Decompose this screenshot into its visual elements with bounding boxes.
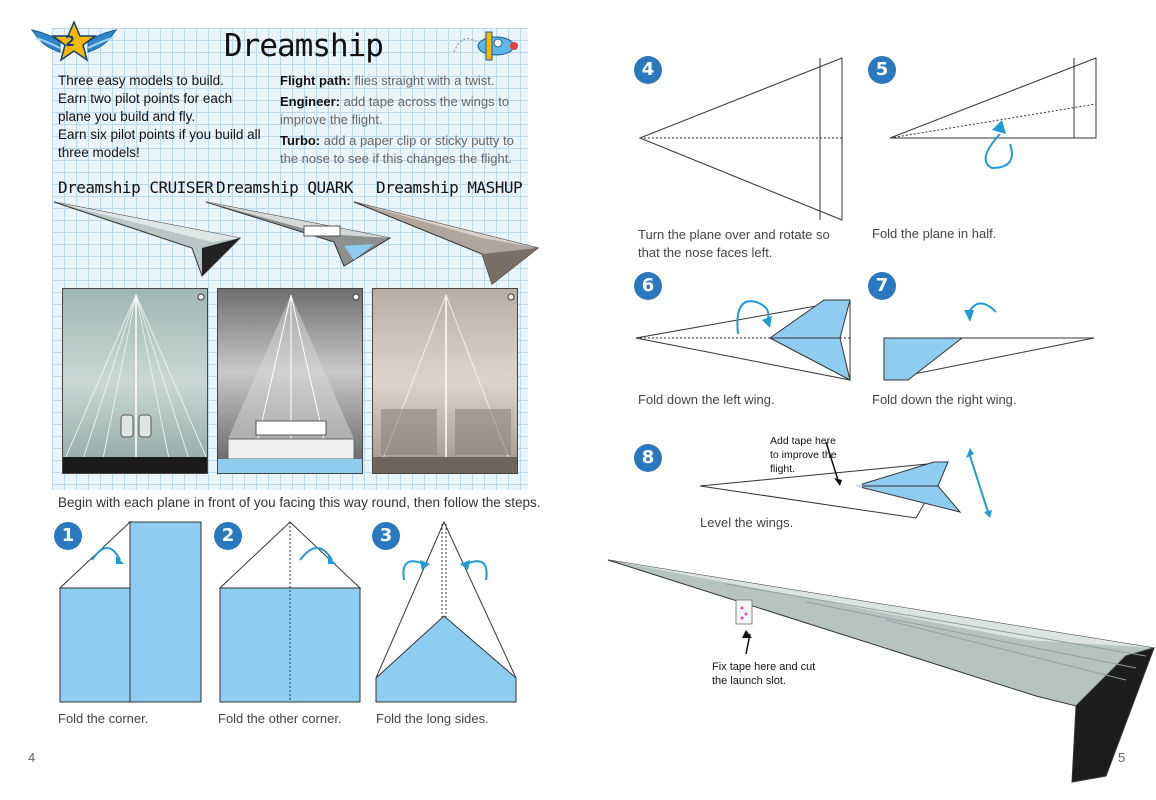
step-5-diagram [889, 57, 1097, 170]
cruiser-plane-illustration [53, 201, 242, 277]
model-name-quark: Dreamship QUARK [216, 178, 354, 197]
finished-plane-illustration [607, 559, 1155, 783]
tape-note-wings: Add tape here to improve the flight. [770, 435, 837, 475]
model-name-mashup: Dreamship MASHUP [376, 178, 523, 197]
step-number-1: 1 [54, 522, 82, 550]
step-5-caption: Fold the plane in half. [872, 226, 997, 241]
mashup-plane-illustration [353, 201, 540, 285]
step-number-3: 3 [372, 522, 400, 550]
quark-template-sheet [217, 288, 363, 474]
step-2-diagram [218, 521, 362, 703]
spec-engineer: Engineer: add tape across the wings to i… [280, 94, 510, 127]
intro-line: three models! [58, 145, 140, 160]
step-3-diagram [375, 520, 517, 703]
cruiser-template-sheet [62, 288, 208, 474]
spec-flight-path: Flight path: flies straight with a twist… [280, 73, 495, 88]
model-name-cruiser: Dreamship CRUISER [58, 178, 214, 197]
intro-line: Three easy models to build. [58, 73, 224, 88]
step-6-diagram [635, 299, 851, 381]
right-page: 4 Turn the plane over and rotate so that… [578, 0, 1156, 800]
step-4-diagram [638, 57, 843, 221]
step-number-5: 5 [868, 56, 896, 84]
step-number-4: 4 [634, 56, 662, 84]
left-page: 2 Dreamship Three easy models to build. … [28, 20, 541, 765]
step-8-diagram [699, 441, 992, 519]
specs-text: Flight path: flies straight with a twist… [280, 72, 520, 171]
intro-line: plane you build and fly. [58, 109, 196, 124]
step-number-8: 8 [634, 444, 662, 472]
step-6-caption: Fold down the left wing. [638, 392, 775, 407]
tape-note-launch-slot: Fix tape here and cut the launch slot. [712, 661, 816, 687]
step-4-caption: Turn the plane over and rotate so that t… [638, 227, 830, 260]
page-number-right: 5 [1118, 750, 1126, 765]
step-7-caption: Fold down the right wing. [872, 392, 1017, 407]
step-number-6: 6 [634, 272, 662, 300]
step-number-7: 7 [868, 272, 896, 300]
step-3-caption: Fold the long sides. [376, 711, 489, 726]
quark-plane-illustration [205, 201, 392, 267]
page-title: Dreamship [224, 28, 384, 64]
intro-line: Earn two pilot points for each [58, 91, 233, 106]
step-7-diagram [883, 302, 1095, 381]
begin-instruction: Begin with each plane in front of you fa… [58, 495, 541, 510]
step-1-caption: Fold the corner. [58, 711, 149, 726]
badge-number: 2 [65, 34, 75, 50]
mashup-template-sheet [372, 288, 518, 474]
page-number-left: 4 [28, 750, 36, 765]
intro-text: Three easy models to build. Earn two pil… [58, 72, 278, 162]
step-8-caption: Level the wings. [700, 515, 794, 530]
spec-turbo: Turbo: add a paper clip or sticky putty … [280, 133, 514, 166]
step-number-2: 2 [214, 522, 242, 550]
cartoon-plane-icon [453, 31, 518, 61]
star-wings-badge-icon [30, 20, 118, 62]
intro-line: Earn six pilot points if you build all [58, 127, 261, 142]
step-2-caption: Fold the other corner. [218, 711, 342, 726]
step-1-diagram [58, 520, 202, 703]
